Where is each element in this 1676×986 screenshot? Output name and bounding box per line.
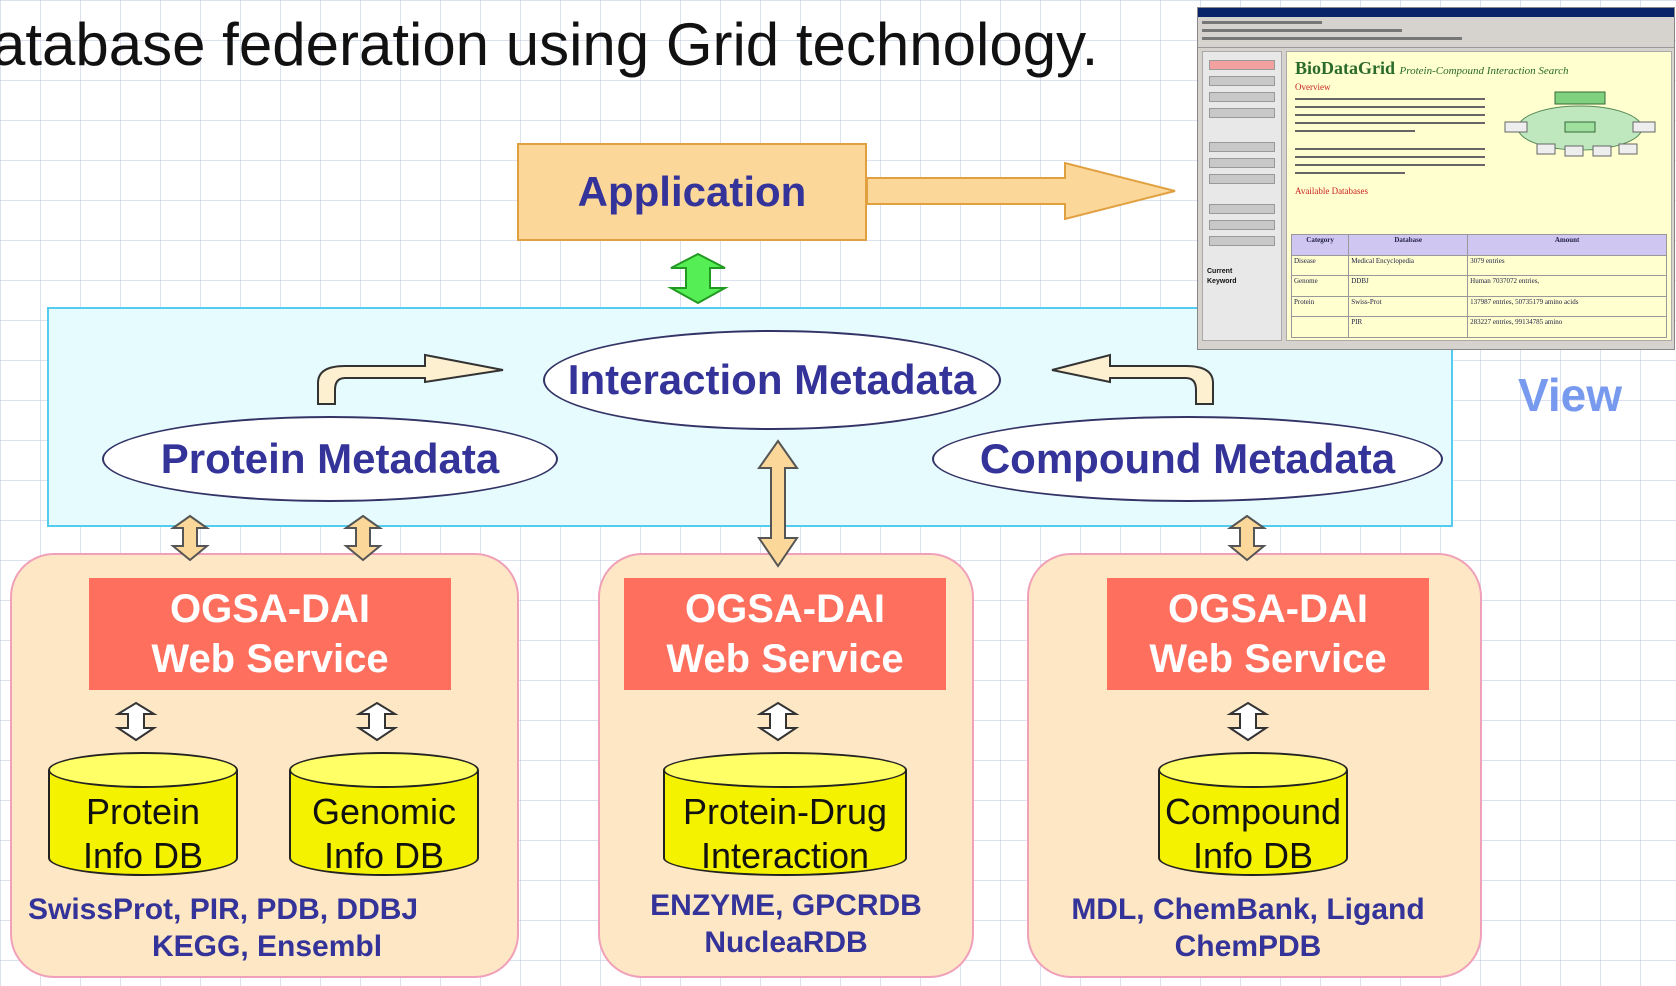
table-row: Genome DDBJ Human 7037072 entries, bbox=[1290, 275, 1667, 297]
table-cell: 3079 entries bbox=[1467, 254, 1667, 277]
page-title: atabase federation using Grid technology… bbox=[0, 11, 1099, 78]
application-to-view-arrow bbox=[866, 161, 1176, 221]
application-label: Application bbox=[577, 168, 807, 215]
protein-drug-interaction-db: Protein-Drug Interaction bbox=[663, 752, 907, 876]
thumb-heading-sub: Protein-Compound Interaction Search bbox=[1399, 65, 1569, 77]
table-cell bbox=[1290, 316, 1350, 338]
sources-group-3-line2: ChemPDB bbox=[1174, 930, 1322, 963]
ogsa-service-3-line2: Web Service bbox=[1149, 637, 1387, 681]
thumb-network-diagram bbox=[1504, 91, 1656, 157]
protein-metadata-label: Protein Metadata bbox=[160, 435, 500, 482]
protein-drug-db-line2: Interaction bbox=[700, 835, 870, 876]
thumb-available-databases: Available Databases bbox=[1295, 186, 1369, 196]
ogsa-dai-service-2: OGSA-DAI Web Service bbox=[624, 578, 946, 690]
protein-to-interaction-arrow bbox=[317, 353, 504, 405]
biodatagrid-screenshot: Current Keyword BioDataGrid Protein-Comp… bbox=[1197, 7, 1675, 350]
sources-group-1: SwissProt, PIR, PDB, DDBJ KEGG, Ensembl bbox=[28, 891, 468, 965]
protein-info-db-line1: Protein bbox=[85, 791, 201, 832]
protein-drug-db-line1: Protein-Drug bbox=[682, 791, 888, 832]
ogsa-service-2-line1: OGSA-DAI bbox=[685, 587, 885, 631]
table-cell: PIR bbox=[1348, 316, 1469, 338]
ogsa-service-1-line2: Web Service bbox=[151, 637, 389, 681]
green-double-arrow bbox=[667, 252, 729, 305]
protein-meta-arrow-1 bbox=[169, 514, 211, 562]
genomic-info-db-line2: Info DB bbox=[323, 835, 445, 876]
sources-group-2-line1: ENZYME, GPCRDB bbox=[650, 889, 922, 922]
table-row: PIR 283227 entries, 99134785 amino bbox=[1290, 316, 1667, 338]
table-row: Protein Swiss-Prot 137987 entries, 50735… bbox=[1290, 295, 1667, 318]
table-row: Disease Medical Encyclopedia 3079 entrie… bbox=[1290, 254, 1667, 277]
sources-group-3: MDL, ChemBank, Ligand ChemPDB bbox=[1040, 891, 1456, 965]
compound-info-db-line2: Info DB bbox=[1192, 835, 1314, 876]
protein-meta-arrow-2 bbox=[342, 514, 384, 562]
thumb-main: BioDataGrid Protein-Compound Interaction… bbox=[1286, 51, 1672, 341]
protein-metadata-ellipse: Protein Metadata bbox=[102, 416, 558, 502]
protein-info-db-line2: Info DB bbox=[82, 835, 204, 876]
ogsa-to-protein-db-arrow bbox=[114, 701, 158, 742]
thumb-toolbar bbox=[1198, 17, 1674, 48]
table-cell: Swiss-Prot bbox=[1348, 295, 1469, 318]
thumb-database-table: Category Database Amount Disease Medical… bbox=[1290, 234, 1667, 338]
sources-group-1-line1: SwissProt, PIR, PDB, DDBJ bbox=[28, 893, 419, 926]
table-cell: DDBJ bbox=[1348, 275, 1469, 297]
compound-metadata-label: Compound Metadata bbox=[979, 435, 1396, 482]
ogsa-to-compound-db-arrow bbox=[1226, 701, 1270, 742]
table-cell: Protein bbox=[1290, 295, 1350, 318]
table-cell: Disease bbox=[1290, 254, 1350, 277]
table-cell: 283227 entries, 99134785 amino bbox=[1467, 316, 1667, 338]
view-label: View bbox=[1518, 369, 1622, 421]
sources-group-2: ENZYME, GPCRDB NucleaRDB bbox=[598, 887, 974, 961]
ogsa-to-protein-drug-db-arrow bbox=[756, 701, 800, 742]
ogsa-dai-service-1: OGSA-DAI Web Service bbox=[89, 578, 451, 690]
table-cell: Human 7037072 entries, bbox=[1467, 275, 1667, 297]
thumb-heading: BioDataGrid Protein-Compound Interaction… bbox=[1295, 58, 1569, 79]
application-box: Application bbox=[517, 143, 867, 241]
ogsa-to-genomic-db-arrow bbox=[355, 701, 399, 742]
compound-to-interaction-arrow bbox=[1051, 353, 1214, 405]
sources-group-3-line1: MDL, ChemBank, Ligand bbox=[1071, 893, 1425, 926]
thumb-keyword-label-2: Keyword bbox=[1207, 278, 1237, 285]
genomic-info-db-line1: Genomic bbox=[311, 791, 457, 832]
thumb-keyword-label-1: Current bbox=[1207, 268, 1233, 275]
thumb-sidebar: Current Keyword bbox=[1202, 51, 1282, 341]
thumb-heading-title: BioDataGrid bbox=[1295, 58, 1396, 78]
table-cell: Medical Encyclopedia bbox=[1348, 254, 1469, 277]
table-cell: Genome bbox=[1290, 275, 1350, 297]
compound-meta-arrow bbox=[1226, 514, 1268, 562]
thumb-th-database: Database bbox=[1348, 234, 1469, 256]
thumb-overview: Overview bbox=[1295, 82, 1331, 92]
sources-group-1-line2: KEGG, Ensembl bbox=[152, 930, 383, 963]
thumb-titlebar bbox=[1198, 8, 1674, 17]
compound-info-db-line1: Compound bbox=[1164, 791, 1342, 832]
ogsa-service-3-line1: OGSA-DAI bbox=[1168, 587, 1368, 631]
protein-info-db: Protein Info DB bbox=[48, 752, 238, 876]
interaction-metadata-label: Interaction Metadata bbox=[567, 356, 977, 403]
ogsa-dai-service-3: OGSA-DAI Web Service bbox=[1107, 578, 1429, 690]
compound-metadata-ellipse: Compound Metadata bbox=[932, 416, 1443, 502]
sources-group-2-line2: NucleaRDB bbox=[704, 926, 868, 959]
interaction-to-db-arrow bbox=[757, 439, 799, 568]
ogsa-service-2-line2: Web Service bbox=[666, 637, 904, 681]
table-cell: 137987 entries, 50735179 amino acids bbox=[1467, 295, 1667, 318]
interaction-metadata-ellipse: Interaction Metadata bbox=[543, 330, 1001, 430]
compound-info-db: Compound Info DB bbox=[1158, 752, 1348, 876]
ogsa-service-1-line1: OGSA-DAI bbox=[170, 587, 370, 631]
thumb-th-category: Category bbox=[1290, 234, 1350, 256]
genomic-info-db: Genomic Info DB bbox=[289, 752, 479, 876]
thumb-th-amount: Amount bbox=[1467, 234, 1667, 256]
